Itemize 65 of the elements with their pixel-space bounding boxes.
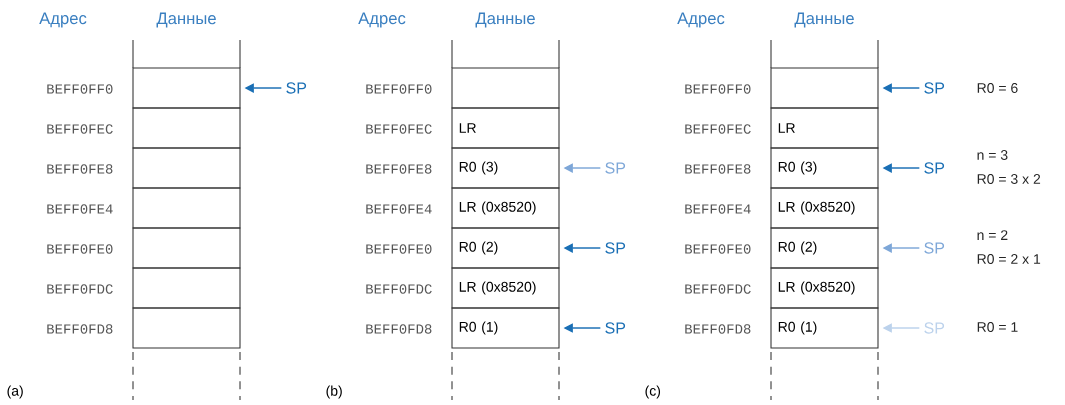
address-label: BEFF0FF0	[366, 84, 432, 94]
stack-cell	[132, 147, 241, 189]
stack-cell: R0 (3)	[451, 147, 560, 189]
address-label: BEFF0FE4	[47, 204, 113, 214]
column-header: Данные	[475, 12, 535, 28]
column-header: Адрес	[677, 12, 725, 28]
stack-cell: R0 (1)	[451, 307, 560, 349]
stack-pointer-label: SP	[286, 82, 307, 94]
address-label: BEFF0FF0	[47, 84, 113, 94]
address-label: BEFF0FE4	[685, 204, 751, 214]
address-label: BEFF0FF0	[685, 84, 751, 94]
column-header: Данные	[156, 12, 216, 28]
stack-cell	[770, 67, 879, 109]
stack-pointer-label: SP	[605, 242, 626, 254]
address-label: BEFF0FD8	[366, 324, 432, 334]
stack-cell: LR (0x8520)	[451, 267, 560, 309]
address-label: BEFF0FE4	[366, 204, 432, 214]
note-text: R0 = 3 x 2	[977, 174, 1041, 184]
stack-cell	[451, 67, 560, 109]
stack-cell: LR	[451, 107, 560, 149]
column-header: Адрес	[358, 12, 406, 28]
stack-cell	[132, 67, 241, 109]
stack-cell: R0 (1)	[770, 307, 879, 349]
stack-cell: LR	[770, 107, 879, 149]
address-label: BEFF0FE8	[47, 164, 113, 174]
address-label: BEFF0FE8	[685, 164, 751, 174]
address-label: BEFF0FE0	[366, 244, 432, 254]
stack-cell	[132, 267, 241, 309]
address-label: BEFF0FEC	[366, 124, 432, 134]
stack-cell: LR (0x8520)	[451, 187, 560, 229]
stack-pointer-label: SP	[924, 322, 945, 334]
panel-label: (a)	[7, 385, 23, 399]
note-text: R0 = 2 x 1	[977, 254, 1041, 264]
address-label: BEFF0FE0	[685, 244, 751, 254]
note-text: R0 = 6	[977, 83, 1018, 93]
address-label: BEFF0FE8	[366, 164, 432, 174]
stack-pointer-label: SP	[924, 162, 945, 174]
note-text: R0 = 1	[977, 322, 1018, 332]
address-label: BEFF0FDC	[47, 284, 113, 294]
stack-cell	[132, 107, 241, 149]
stack-cell	[132, 227, 241, 269]
column-header: Адрес	[39, 12, 87, 28]
stack-pointer-label: SP	[605, 322, 626, 334]
stack-cell	[132, 307, 241, 349]
stack-cell	[132, 187, 241, 229]
stack-cell: R0 (2)	[451, 227, 560, 269]
stack-pointer-label: SP	[924, 242, 945, 254]
stack-cell: R0 (3)	[770, 147, 879, 189]
stack-cell: R0 (2)	[770, 227, 879, 269]
address-label: BEFF0FE0	[47, 244, 113, 254]
column-header: Данные	[794, 12, 854, 28]
stack-pointer-label: SP	[924, 82, 945, 94]
address-label: BEFF0FDC	[366, 284, 432, 294]
address-label: BEFF0FEC	[685, 124, 751, 134]
address-label: BEFF0FD8	[685, 324, 751, 334]
address-label: BEFF0FDC	[685, 284, 751, 294]
stack-cell: LR (0x8520)	[770, 267, 879, 309]
stack-cell: LR (0x8520)	[770, 187, 879, 229]
stack-pointer-label: SP	[605, 162, 626, 174]
address-label: BEFF0FEC	[47, 124, 113, 134]
address-label: BEFF0FD8	[47, 324, 113, 334]
panel-label: (b)	[326, 385, 342, 399]
note-text: n = 2	[977, 230, 1008, 240]
note-text: n = 3	[977, 150, 1008, 160]
panel-label: (c)	[645, 385, 661, 399]
